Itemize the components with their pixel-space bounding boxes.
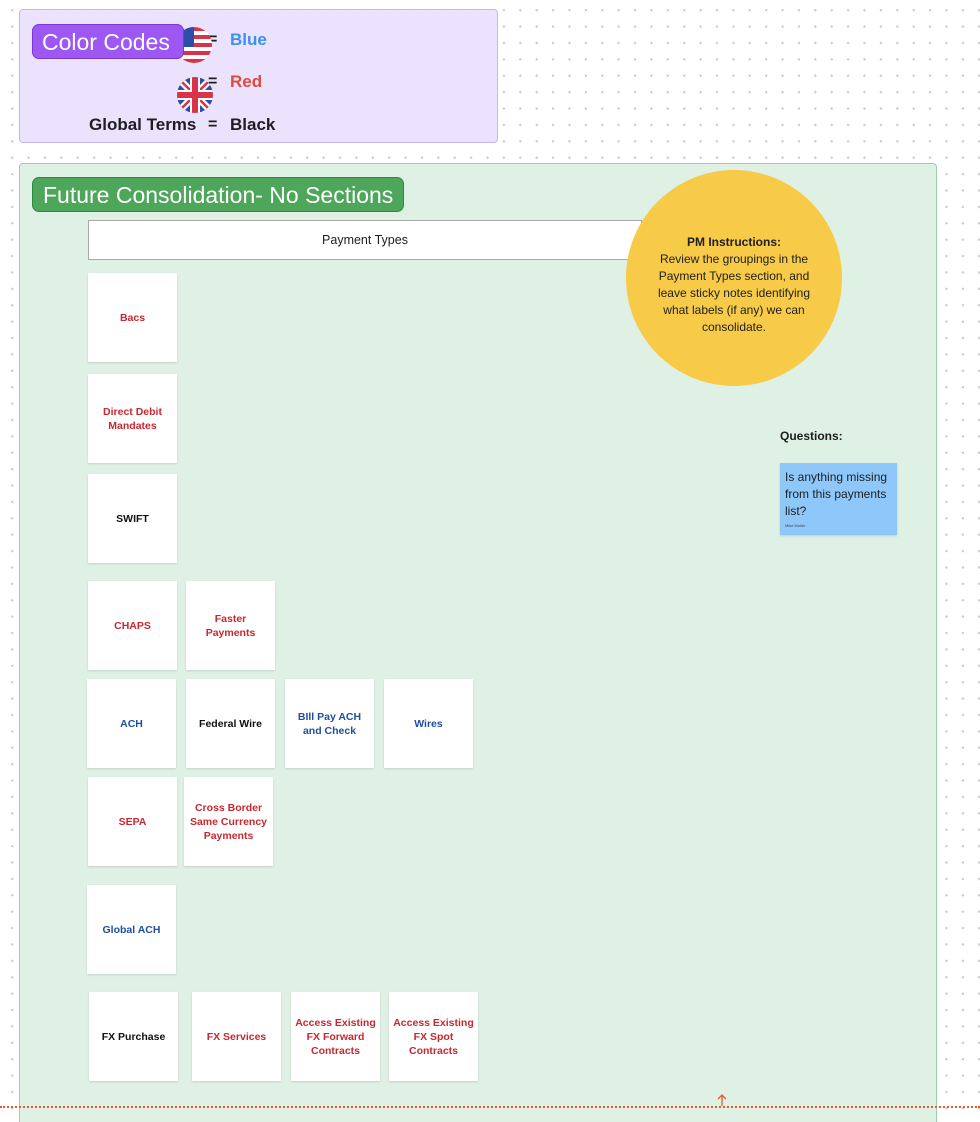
sticky-note-wires[interactable]: Wires: [384, 679, 473, 768]
sticky-note-cross-border[interactable]: Cross Border Same Currency Payments: [184, 777, 273, 866]
section-title[interactable]: Future Consolidation- No Sections: [32, 177, 405, 212]
sticky-note-bill-pay[interactable]: BIll Pay ACH and Check: [285, 679, 374, 768]
sticky-note-swift[interactable]: SWIFT: [88, 474, 177, 563]
questions-label: Questions:: [780, 429, 843, 443]
pm-instructions-circle[interactable]: PM Instructions: Review the groupings in…: [626, 170, 842, 386]
sticky-note-ach[interactable]: ACH: [87, 679, 176, 768]
color-codes-legend[interactable]: Color Codes = Blue = Red Global Terms = …: [19, 9, 498, 143]
question-sticky-note[interactable]: Is anything missing from this payments l…: [780, 463, 897, 535]
equals-sign: =: [208, 73, 218, 90]
arrow-up-icon: [717, 1094, 727, 1106]
global-terms-label: Global Terms: [89, 115, 197, 134]
question-note-text: Is anything missing from this payments l…: [785, 470, 888, 518]
sticky-note-direct-debit[interactable]: Direct Debit Mandates: [88, 374, 177, 463]
sticky-note-bacs[interactable]: Bacs: [88, 273, 177, 362]
sticky-note-global-ach[interactable]: Global ACH: [87, 885, 176, 974]
sticky-note-sepa[interactable]: SEPA: [88, 777, 177, 866]
equals-sign: =: [208, 31, 218, 48]
frame-boundary-line: [0, 1106, 980, 1108]
pm-instructions-heading: PM Instructions:: [686, 235, 781, 249]
legend-title[interactable]: Color Codes: [32, 24, 184, 59]
payment-types-header[interactable]: Payment Types: [88, 220, 642, 260]
code-blue: Blue: [230, 30, 267, 49]
future-consolidation-section[interactable]: Future Consolidation- No Sections Paymen…: [19, 163, 937, 1122]
sticky-note-federal-wire[interactable]: Federal Wire: [186, 679, 275, 768]
code-red: Red: [230, 72, 263, 91]
pm-instructions-body: Review the groupings in the Payment Type…: [657, 252, 811, 334]
sticky-note-chaps[interactable]: CHAPS: [88, 581, 177, 670]
note-author: Mike Muller: [785, 523, 806, 528]
sticky-note-fx-forward[interactable]: Access Existing FX Forward Contracts: [291, 992, 380, 1081]
sticky-note-fx-purchase[interactable]: FX Purchase: [89, 992, 178, 1081]
sticky-note-fx-services[interactable]: FX Services: [192, 992, 281, 1081]
sticky-note-faster-payments[interactable]: Faster Payments: [186, 581, 275, 670]
code-black: Black: [230, 115, 276, 134]
sticky-note-fx-spot[interactable]: Access Existing FX Spot Contracts: [389, 992, 478, 1081]
equals-sign: =: [208, 116, 218, 133]
